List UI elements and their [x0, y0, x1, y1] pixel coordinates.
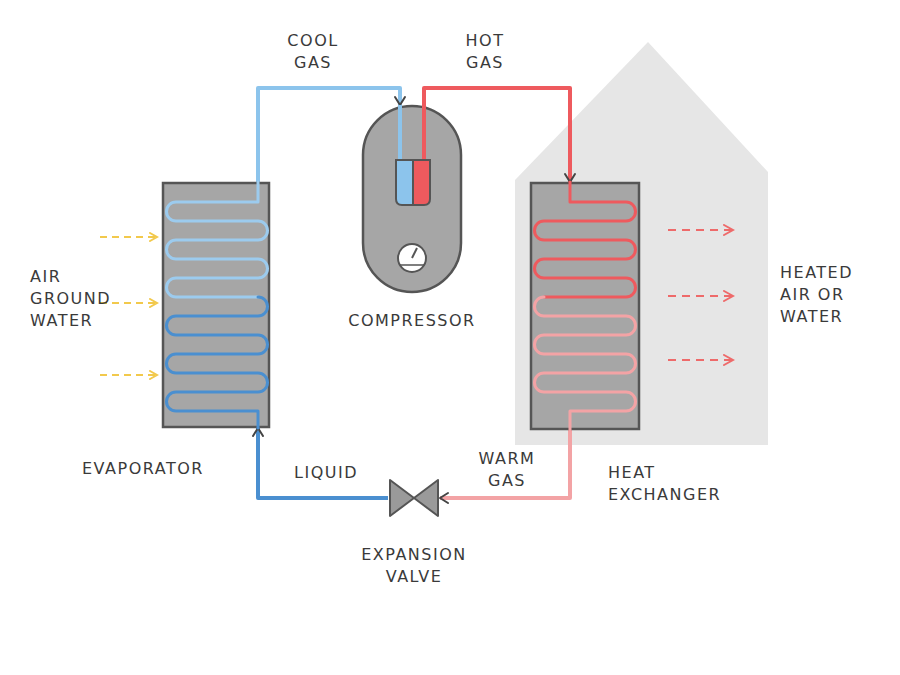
node-label: EXPANSION VALVE — [348, 544, 480, 588]
valve-symbol — [390, 480, 438, 516]
heat-exchanger-body — [531, 183, 639, 429]
pipe-label: WARM GAS — [468, 448, 546, 492]
pressure-gauge — [398, 244, 426, 272]
heat-exchanger-unit: HEAT EXCHANGER — [530, 182, 640, 430]
evaporator-body — [163, 183, 269, 427]
house-outline — [515, 42, 768, 445]
compressor-unit: COMPRESSOR — [362, 105, 462, 293]
coil-lower — [167, 297, 268, 428]
gauge-base — [400, 264, 424, 266]
hot-chamber — [413, 160, 430, 205]
heat-exchanger-unit-drawing — [530, 182, 640, 430]
pipe-label: COOL GAS — [280, 30, 346, 74]
refrigerant-pipe — [440, 430, 570, 498]
node-label: HEAT EXCHANGER — [608, 462, 748, 506]
coil-lower — [535, 297, 636, 430]
medium-label: HEATED AIR OR WATER — [780, 262, 876, 328]
refrigerant-pipe — [258, 428, 388, 498]
evaporator-unit: EVAPORATOR — [162, 182, 270, 428]
coil-upper — [167, 182, 268, 297]
cool-chamber — [396, 160, 413, 205]
expansion-valve-drawing — [388, 478, 440, 518]
pipe-label: HOT GAS — [452, 30, 518, 74]
pipe-label: LIQUID — [286, 462, 366, 484]
coil-upper — [535, 182, 636, 297]
node-label: EVAPORATOR — [82, 458, 242, 480]
intake-pipe — [398, 105, 402, 161]
compressor-unit-drawing — [362, 105, 462, 293]
compressor-body — [363, 106, 461, 292]
medium-label: AIR GROUND WATER — [30, 266, 118, 332]
node-label: COMPRESSOR — [342, 310, 482, 332]
expansion-valve: EXPANSION VALVE — [388, 478, 440, 518]
gauge-needle — [412, 248, 417, 258]
outlet-pipe — [422, 105, 426, 161]
output-arrows — [668, 230, 733, 360]
evaporator-unit-drawing — [162, 182, 270, 428]
